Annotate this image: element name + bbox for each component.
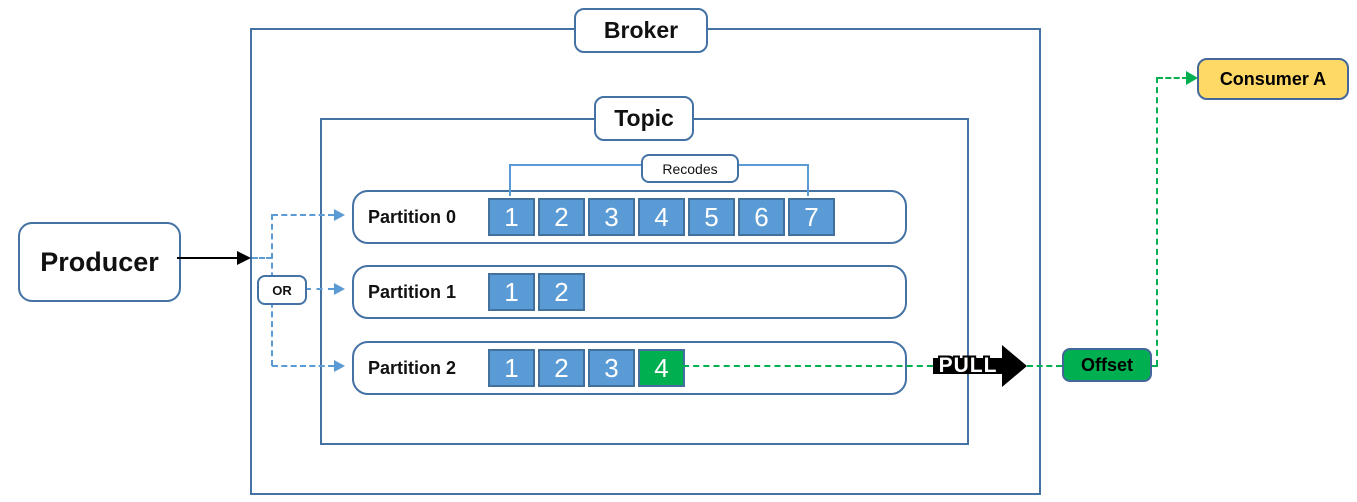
producer-box: Producer — [18, 222, 181, 302]
route-partition1-line — [305, 288, 334, 290]
recodes-bracket-left-line — [509, 164, 511, 196]
record-cell: 6 — [738, 198, 785, 236]
offset-flow-line-3 — [1148, 365, 1158, 367]
or-box: OR — [257, 275, 307, 305]
offset-flow-line-1 — [683, 365, 933, 367]
record-cell: 5 — [688, 198, 735, 236]
record-cell: 4 — [638, 349, 685, 387]
offset-flow-vertical-line — [1156, 77, 1158, 366]
route-partition2-arrowhead-icon — [334, 360, 345, 372]
record-cell: 2 — [538, 198, 585, 236]
pull-label: PULL — [938, 354, 998, 377]
partition-2-label: Partition 2 — [368, 357, 457, 378]
record-cell: 2 — [538, 349, 585, 387]
route-partition0-arrowhead-icon — [334, 209, 345, 221]
producer-label: Producer — [40, 246, 159, 277]
pull-arrowhead-icon — [1002, 345, 1027, 387]
producer-arrow-line — [177, 257, 239, 259]
record-cell: 4 — [638, 198, 685, 236]
recodes-box: Recodes — [641, 154, 739, 183]
record-cell: 1 — [488, 273, 535, 311]
route-stub-line — [252, 257, 272, 259]
producer-arrowhead-icon — [237, 251, 251, 265]
record-cell: 7 — [788, 198, 835, 236]
topic-title: Topic — [594, 96, 694, 141]
record-cell: 1 — [488, 198, 535, 236]
offset-box: Offset — [1062, 348, 1152, 382]
pull-arrow-tail — [933, 358, 1002, 374]
topic-title-label: Topic — [614, 105, 674, 131]
or-label: OR — [272, 282, 292, 298]
broker-title-label: Broker — [603, 17, 679, 43]
record-cell: 1 — [488, 349, 535, 387]
offset-flow-line-2 — [1027, 365, 1062, 367]
partition-1-label: Partition 1 — [368, 281, 457, 302]
route-partition0-line — [272, 214, 334, 216]
consumer-arrowhead-icon — [1186, 71, 1198, 85]
route-partition2-line — [272, 365, 334, 367]
consumer-label: Consumer A — [1219, 68, 1327, 89]
offset-label: Offset — [1080, 354, 1133, 375]
record-cell: 3 — [588, 198, 635, 236]
recodes-bracket-right-line — [807, 164, 809, 196]
recodes-label: Recodes — [662, 160, 718, 177]
consumer-box: Consumer A — [1197, 58, 1349, 100]
record-cell: 2 — [538, 273, 585, 311]
route-partition1-arrowhead-icon — [334, 283, 345, 295]
broker-title: Broker — [574, 8, 708, 53]
partition-0-label: Partition 0 — [368, 206, 457, 227]
offset-flow-line-4 — [1157, 77, 1188, 79]
record-cell: 3 — [588, 349, 635, 387]
